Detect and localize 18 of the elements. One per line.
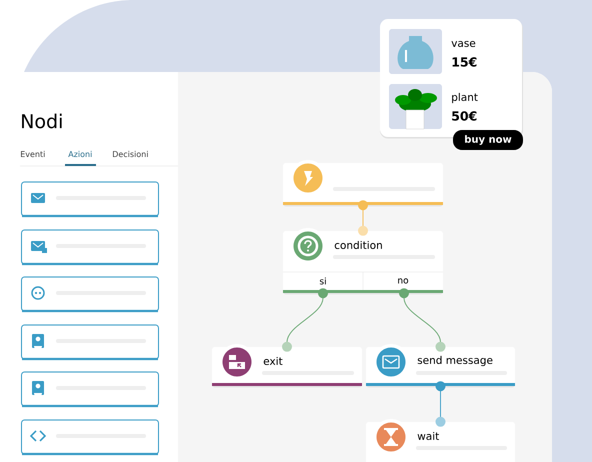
flow-node: condition si no [282,228,444,294]
flow-node: wait [366,419,515,462]
price-text: 15€ [452,57,476,67]
flow-node: send message [366,344,515,388]
connector [358,200,368,236]
product-name: vase [452,40,476,47]
panel-heading: Nodi [22,114,62,128]
flow-node: exit [212,344,362,388]
product-name: plant [452,92,478,104]
buy-button: buy now [453,130,523,150]
connector [399,288,446,352]
connector [436,381,446,427]
connector [282,288,328,352]
active-tab: Azioni [65,150,96,166]
price-text: 50€ [452,111,476,121]
tab-label: Eventi [21,150,45,158]
flow-node [283,160,443,206]
tab-label: Decisioni [113,150,148,158]
